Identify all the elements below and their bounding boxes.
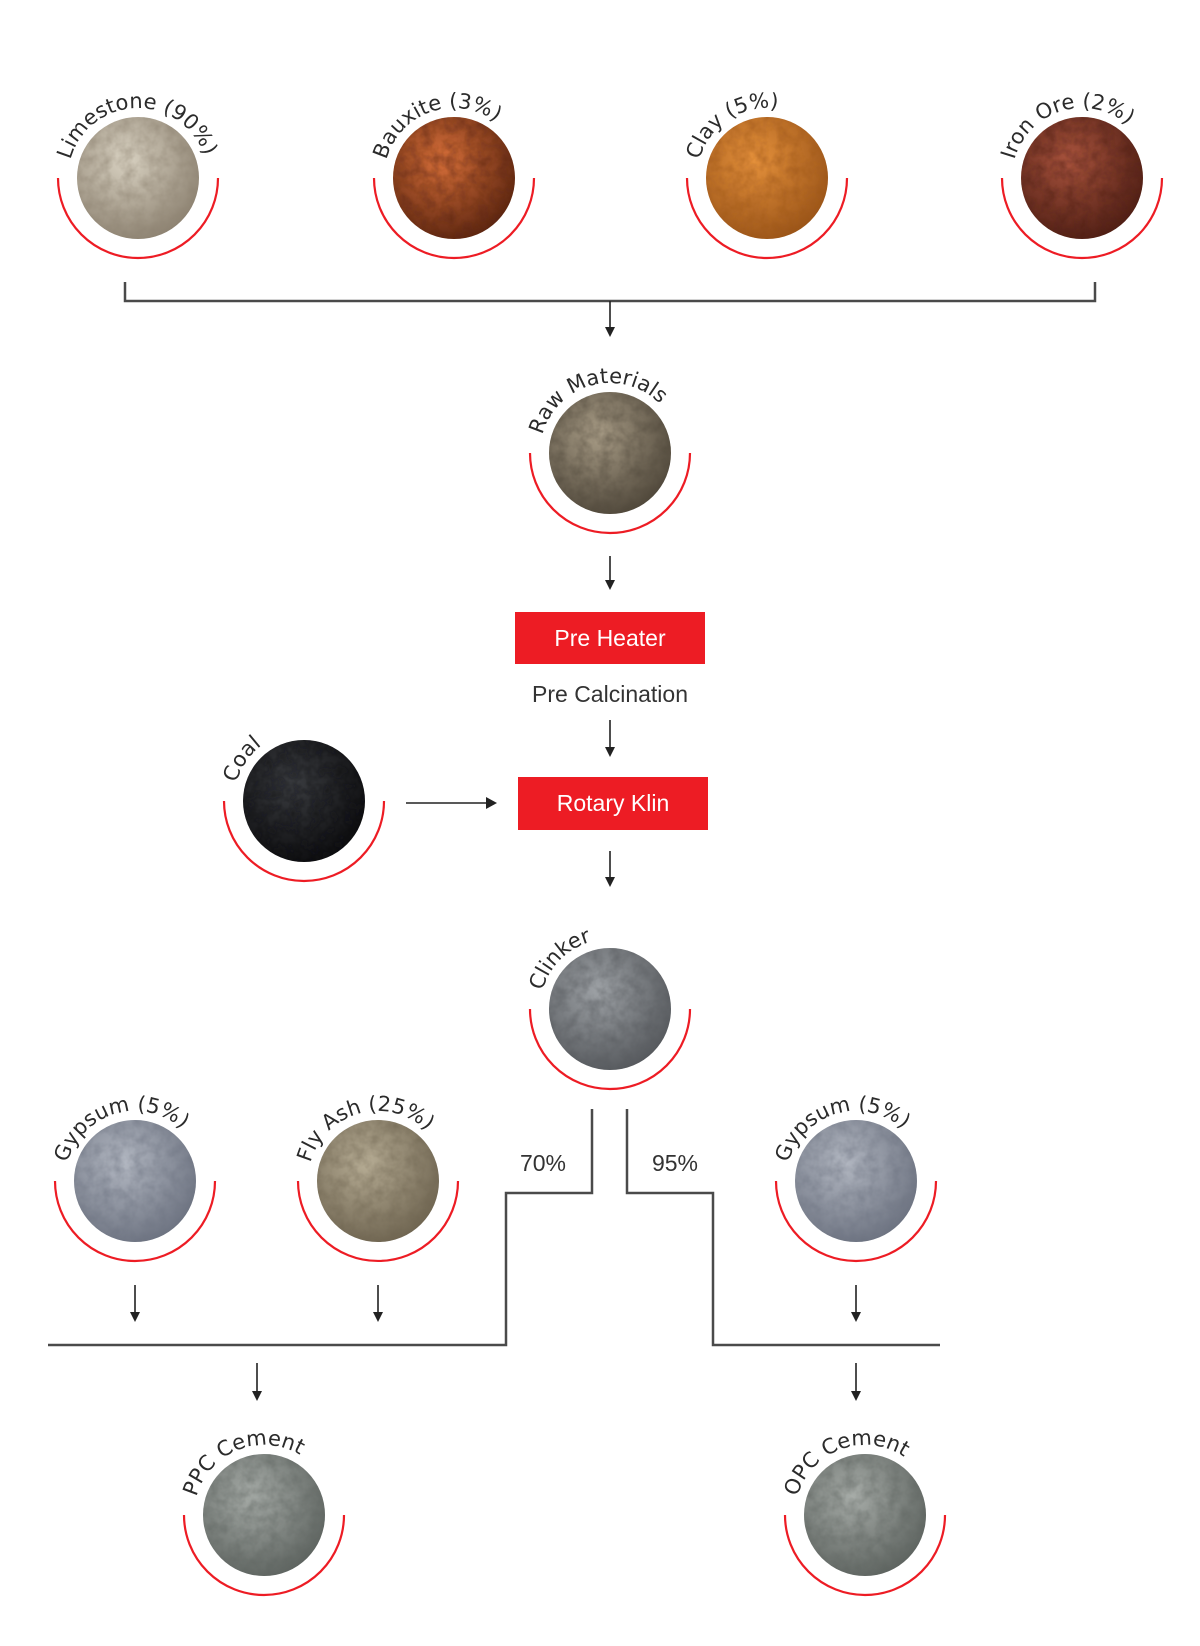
clinker-accent-arc <box>528 1008 692 1091</box>
clay-accent-arc <box>685 177 849 260</box>
clinker-node: Clinker <box>524 923 692 1091</box>
ppc-cement-texture <box>203 1454 325 1576</box>
raw-materials-texture <box>549 392 671 514</box>
bauxite-node: Bauxite (3%) <box>368 89 536 260</box>
down-arrow-icon <box>252 1363 262 1401</box>
pre-heater-label: Pre Heater <box>554 625 666 651</box>
limestone-texture <box>77 117 199 239</box>
ppc-split-connector <box>48 1109 594 1347</box>
down-arrow-icon <box>605 301 615 337</box>
opc-cement-texture <box>804 1454 926 1576</box>
clay-node: Clay (5%) <box>681 88 849 260</box>
down-arrow-icon <box>605 851 615 887</box>
fly-ash-accent-arc <box>296 1180 460 1263</box>
opc-share-label: 95% <box>652 1150 698 1176</box>
gypsum-ppc-texture <box>74 1120 196 1242</box>
iron-ore-texture <box>1021 117 1143 239</box>
clay-texture <box>706 117 828 239</box>
clinker-texture <box>549 948 671 1070</box>
opc-cement-accent-arc <box>783 1514 947 1597</box>
ppc-share-label: 70% <box>520 1150 566 1176</box>
iron-ore-node: Iron Ore (2%) <box>996 89 1164 260</box>
material-nodes: Limestone (90%) Bauxite (3%) Clay (5%) Iron… <box>49 88 1164 1597</box>
gypsum-ppc-accent-arc <box>53 1180 217 1263</box>
down-arrow-icon <box>605 556 615 590</box>
down-arrow-icon <box>373 1285 383 1322</box>
fly-ash-texture <box>317 1120 439 1242</box>
bauxite-accent-arc <box>372 177 536 260</box>
down-arrow-icon <box>851 1285 861 1322</box>
limestone-node: Limestone (90%) <box>52 89 222 260</box>
limestone-accent-arc <box>56 177 220 260</box>
raw-materials-node: Raw Materials <box>524 364 692 535</box>
coal-texture <box>243 740 365 862</box>
pre-calcination-label: Pre Calcination <box>532 681 688 707</box>
rotary-kiln-box <box>518 777 708 830</box>
flow-arrows <box>130 301 861 1401</box>
raw-materials-merge-connector <box>123 282 1097 303</box>
down-arrow-icon <box>605 720 615 757</box>
opc-split-connector <box>625 1109 940 1347</box>
down-arrow-icon <box>851 1363 861 1401</box>
coal-node: Coal <box>218 730 386 883</box>
bauxite-texture <box>393 117 515 239</box>
down-arrow-icon <box>130 1285 140 1322</box>
ppc-cement-accent-arc <box>182 1514 346 1597</box>
iron-ore-accent-arc <box>1000 177 1164 260</box>
coal-accent-arc <box>222 800 386 883</box>
gypsum-ppc-node: Gypsum (5%) <box>49 1092 217 1263</box>
fly-ash-node: Fly Ash (25%) <box>292 1092 460 1263</box>
coal-to-kiln-arrow-icon <box>406 797 497 809</box>
raw-materials-accent-arc <box>528 452 692 535</box>
opc-cement-node: OPC Cement <box>779 1426 947 1597</box>
ppc-cement-node: PPC Cement <box>178 1425 346 1597</box>
gypsum-opc-texture <box>795 1120 917 1242</box>
rotary-kiln-label: Rotary Klin <box>557 790 669 816</box>
pre-heater-box <box>515 612 705 664</box>
gypsum-opc-accent-arc <box>774 1180 938 1263</box>
gypsum-opc-node: Gypsum (5%) <box>770 1092 938 1263</box>
